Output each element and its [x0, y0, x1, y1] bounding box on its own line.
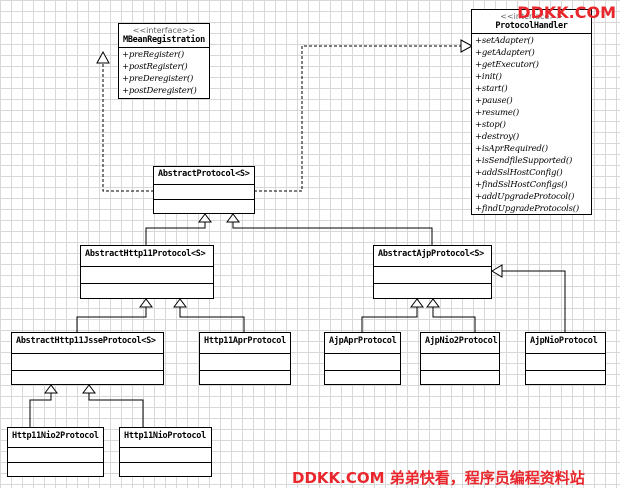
arrowhead-http11	[198, 213, 212, 223]
generalization-line-http11	[145, 222, 206, 246]
ajp-apr-protocol-class[interactable]: AjpAprProtocol	[324, 332, 401, 385]
realization-line-mbean	[102, 62, 154, 192]
abstract-http11-protocol-class[interactable]: AbstractHttp11Protocol<S>	[80, 245, 214, 299]
ajp-nio-protocol-class[interactable]: AjpNioProtocol	[525, 332, 606, 385]
class-name: Http11AprProtocol	[204, 336, 286, 346]
operation: +init()	[475, 72, 502, 82]
arrowhead-http11nio2	[44, 384, 58, 394]
abstract-http11-jsse-protocol-class[interactable]: AbstractHttp11JsseProtocol<S>	[11, 332, 164, 385]
arrowhead-jsse	[139, 298, 153, 308]
class-name: ProtocolHandler	[495, 21, 568, 31]
http11-apr-protocol-class[interactable]: Http11AprProtocol	[199, 332, 291, 385]
attributes-section	[200, 354, 290, 371]
abstract-protocol-class[interactable]: AbstractProtocol<S>	[153, 166, 255, 214]
generalization-line-jsse	[76, 307, 147, 333]
arrowhead-http11nio	[82, 384, 96, 394]
operation: +resume()	[475, 108, 519, 118]
class-name: Http11Nio2Protocol	[12, 431, 99, 441]
class-name: AbstractAjpProtocol<S>	[378, 249, 484, 259]
class-name: AjpNio2Protocol	[425, 336, 498, 346]
generalization-line-http11apr	[179, 307, 245, 333]
attributes-section	[120, 448, 211, 463]
class-header: AbstractProtocol<S>	[154, 167, 254, 185]
operation: +addUpgradeProtocol()	[475, 192, 575, 202]
arrowhead-ajpnio2	[426, 298, 440, 308]
class-name: AbstractHttp11Protocol<S>	[85, 249, 206, 259]
class-name: AbstractHttp11JsseProtocol<S>	[16, 336, 156, 346]
operation: +findSslHostConfigs()	[475, 180, 568, 190]
abstract-ajp-protocol-class[interactable]: AbstractAjpProtocol<S>	[373, 245, 492, 299]
http11-nio2-protocol-class[interactable]: Http11Nio2Protocol	[7, 427, 104, 477]
realization-line-handler	[254, 45, 472, 192]
class-name: AbstractProtocol<S>	[158, 169, 250, 179]
operation: +start()	[475, 84, 508, 94]
class-header: AbstractAjpProtocol<S>	[374, 246, 491, 267]
operation: +isSendfileSupported()	[475, 156, 573, 166]
arrowhead-ajpnio	[491, 264, 503, 278]
operations-list: +setAdapter() +getAdapter() +getExecutor…	[472, 34, 591, 217]
generalization-line-http11nio2	[29, 393, 52, 428]
stereotype-label: <<interface>>	[132, 26, 196, 35]
attributes-section	[8, 448, 103, 463]
operation: +isAprRequired()	[475, 144, 548, 154]
stereotype-label: <<interface>>	[500, 12, 563, 21]
generalization-line-ajp	[232, 222, 433, 246]
class-header: AjpAprProtocol	[325, 333, 400, 354]
operation: +getExecutor()	[475, 60, 539, 70]
operation: +findUpgradeProtocols()	[475, 204, 579, 214]
watermark-top: DDKK.COM	[517, 3, 616, 22]
operation: +preDeregister()	[122, 74, 194, 84]
operation: +pause()	[475, 96, 513, 106]
ajp-nio2-protocol-class[interactable]: AjpNio2Protocol	[420, 332, 500, 385]
operation: +postRegister()	[122, 62, 188, 72]
class-header: AbstractHttp11JsseProtocol<S>	[12, 333, 163, 354]
attributes-section	[421, 354, 499, 371]
protocol-handler-interface[interactable]: <<interface>> ProtocolHandler +setAdapte…	[471, 9, 592, 215]
operation: +addSslHostConfig()	[475, 168, 563, 178]
attributes-section	[325, 354, 400, 371]
generalization-line-http11nio	[88, 393, 144, 428]
class-header: <<interface>> MBeanRegistration	[119, 24, 209, 48]
arrowhead-handler	[460, 39, 474, 53]
operation: +stop()	[475, 120, 506, 130]
operation: +postDeregister()	[122, 86, 197, 96]
attributes-section	[12, 354, 163, 371]
operation: +setAdapter()	[475, 36, 534, 46]
operations-list: +preRegister() +postRegister() +preDereg…	[119, 48, 209, 99]
http11-nio-protocol-class[interactable]: Http11NioProtocol	[119, 427, 212, 477]
arrowhead-http11apr	[173, 298, 187, 308]
operation: +getAdapter()	[475, 48, 535, 58]
watermark-bottom: DDKK.COM 弟弟快看，程序员编程资料站	[292, 469, 585, 487]
class-name: AjpAprProtocol	[329, 336, 397, 346]
class-header: AjpNioProtocol	[526, 333, 605, 354]
class-name: Http11NioProtocol	[124, 431, 206, 441]
class-name: AjpNioProtocol	[530, 336, 598, 346]
class-header: <<interface>> ProtocolHandler	[472, 10, 591, 34]
arrowhead-ajpapr	[410, 298, 424, 308]
generalization-line-ajpnio2	[432, 307, 476, 333]
class-header: Http11AprProtocol	[200, 333, 290, 354]
attributes-section	[374, 267, 491, 284]
arrowhead-mbean	[96, 50, 110, 64]
operation: +destroy()	[475, 132, 519, 142]
arrowhead-ajp	[226, 213, 240, 223]
class-header: Http11NioProtocol	[120, 428, 211, 448]
class-name: MBeanRegistration	[123, 35, 205, 45]
class-header: AjpNio2Protocol	[421, 333, 499, 354]
attributes-section	[154, 185, 254, 200]
mbean-registration-interface[interactable]: <<interface>> MBeanRegistration +preRegi…	[118, 23, 210, 99]
generalization-line-ajpapr	[361, 307, 418, 333]
generalization-line-ajpnio	[502, 270, 566, 333]
operation: +preRegister()	[122, 50, 184, 60]
class-header: AbstractHttp11Protocol<S>	[81, 246, 213, 267]
attributes-section	[81, 267, 213, 284]
class-header: Http11Nio2Protocol	[8, 428, 103, 448]
attributes-section	[526, 354, 605, 371]
